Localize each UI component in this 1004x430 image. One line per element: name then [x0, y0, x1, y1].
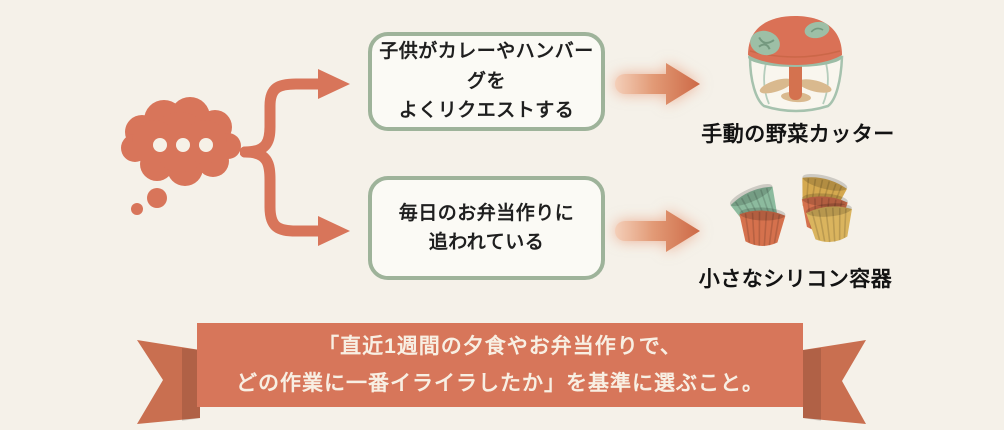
product-label-chopper: 手動の野菜カッター: [701, 123, 895, 146]
ellipsis-dots: [153, 138, 213, 152]
product-label-cups: 小さなシリコン容器: [698, 268, 893, 291]
condition-box-top: 子供がカレーやハンバーグを よくリクエストする: [368, 32, 605, 131]
chopper-lid-button: [804, 21, 830, 39]
banner-advice-text: 「直近1週間の夕食やお弁当作りで、 どの作業に一番イライラしたか」を基準に選ぶこ…: [236, 335, 764, 395]
chopper-pull-handle: [750, 30, 780, 56]
branch-split-arrows-icon: [240, 69, 350, 246]
result-arrow-top-icon: [615, 63, 700, 105]
condition-box-bottom: 毎日のお弁当作りに 追われている: [368, 176, 605, 280]
chopper-blades: [759, 78, 832, 103]
ribbon-banner: [137, 323, 866, 424]
result-arrow-bottom-icon: [615, 210, 700, 252]
thought-bubble-icon: [121, 97, 241, 215]
vegetable-chopper-illustration: [748, 16, 844, 113]
silicone-cups-illustration: [726, 169, 856, 248]
